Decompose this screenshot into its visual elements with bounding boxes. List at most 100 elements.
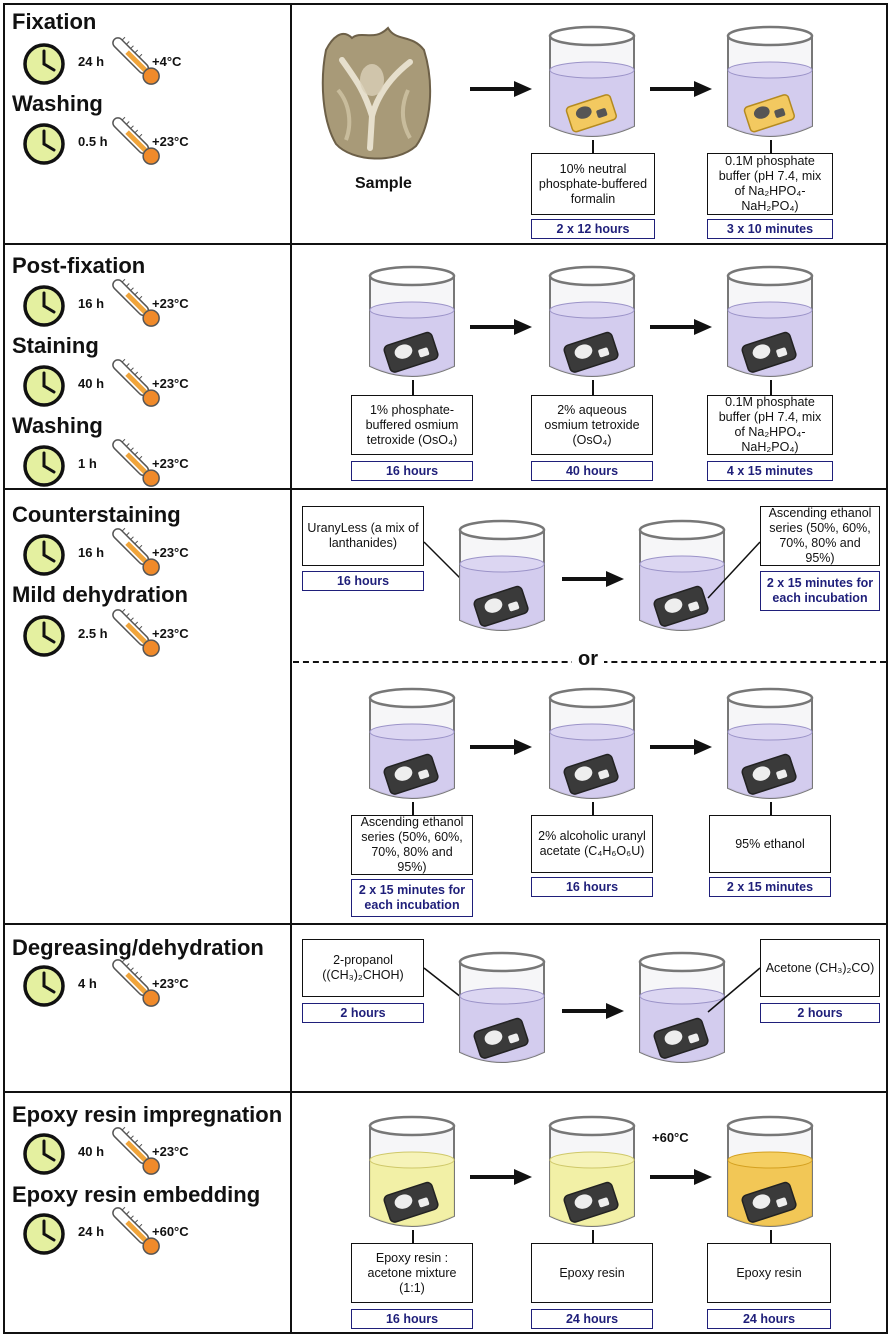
stage-title: Fixation — [12, 9, 97, 34]
arrow-icon — [562, 1002, 624, 1020]
reagent-label: 10% neutral phosphate-buffered formalin — [531, 153, 655, 215]
arrow-icon — [470, 1168, 532, 1186]
clock-icon — [22, 122, 66, 166]
reagent-label: UranyLess (a mix of lanthanides) — [302, 506, 424, 566]
stage-conditions: 4 h +23°C — [22, 960, 202, 1008]
temperature: +23°C — [152, 456, 189, 471]
stage-title: Washing — [12, 413, 103, 438]
reagent-label: Epoxy resin : acetone mixture (1:1) — [351, 1243, 473, 1303]
beaker-phosphate-buffer — [726, 25, 814, 137]
incubation-time: 2 x 12 hours — [531, 219, 655, 239]
reagent-label: Ascending ethanol series (50%, 60%, 70%,… — [351, 815, 473, 875]
beaker-uranyless — [458, 519, 546, 631]
beaker-epoxy-resin — [548, 1115, 636, 1227]
incubation-time: 24 hours — [707, 1309, 831, 1329]
incubation-time: 2 hours — [760, 1003, 880, 1023]
stage-conditions: 24 h +4°C — [22, 38, 202, 86]
incubation-time: 16 hours — [351, 461, 473, 481]
beaker-ethanol-series — [638, 519, 726, 631]
beaker-formalin — [548, 25, 636, 137]
beaker-ethanol-series — [368, 687, 456, 799]
reagent-label: Acetone (CH₃)₂CO) — [760, 939, 880, 997]
pointer-line — [707, 967, 761, 1013]
stage-title: Post-fixation — [12, 253, 146, 278]
duration: 24 h — [78, 54, 105, 69]
sample-label: Sample — [355, 175, 412, 192]
clock-icon — [22, 284, 66, 328]
stage-title: Epoxy resin embedding — [12, 1182, 261, 1207]
stage-conditions: 40 h +23°C — [22, 1128, 202, 1176]
stage-title: Degreasing/dehydration — [12, 935, 264, 960]
stage-conditions: 40 h +23°C — [22, 360, 202, 408]
clock-icon — [22, 1132, 66, 1176]
reagent-label: 2-propanol ((CH₃)₂CHOH) — [302, 939, 424, 997]
arrow-icon — [650, 1168, 712, 1186]
incubation-time: 3 x 10 minutes — [707, 219, 833, 239]
reagent-label: 2% alcoholic uranyl acetate (C₄H₆O₆U) — [531, 815, 653, 873]
reagent-label: 0.1M phosphate buffer (pH 7.4, mix of Na… — [707, 395, 833, 455]
incubation-time: 2 hours — [302, 1003, 424, 1023]
column-divider — [290, 3, 292, 1334]
reagent-label: Epoxy resin — [707, 1243, 831, 1303]
duration: 40 h — [78, 1144, 105, 1159]
reagent-label: 95% ethanol — [709, 815, 831, 873]
temperature: +60°C — [152, 1224, 189, 1239]
incubation-time: 40 hours — [531, 461, 653, 481]
duration: 2.5 h — [78, 626, 108, 641]
beaker-phosphate-buffer — [726, 265, 814, 377]
incubation-time: 2 x 15 minutes for each incubation — [351, 879, 473, 917]
temperature: +23°C — [152, 545, 189, 560]
reagent-label: Ascending ethanol series (50%, 60%, 70%,… — [760, 506, 880, 566]
clock-icon — [22, 614, 66, 658]
stage-title: Staining — [12, 333, 99, 358]
reagent-label: 2% aqueous osmium tetroxide (OsO₄) — [531, 395, 653, 455]
beaker-2-propanol — [458, 951, 546, 1063]
incubation-time: 2 x 15 minutes for each incubation — [760, 571, 880, 611]
beaker-uranyl-acetate — [548, 687, 636, 799]
temperature: +4°C — [152, 54, 182, 69]
arrow-icon — [470, 738, 532, 756]
duration: 24 h — [78, 1224, 105, 1239]
incubation-time: 16 hours — [351, 1309, 473, 1329]
duration: 40 h — [78, 376, 105, 391]
incubation-time: 16 hours — [531, 877, 653, 897]
beaker-ethanol-95 — [726, 687, 814, 799]
clock-icon — [22, 42, 66, 86]
beaker-acetone — [638, 951, 726, 1063]
duration: 16 h — [78, 545, 105, 560]
incubation-time: 2 x 15 minutes — [709, 877, 831, 897]
duration: 0.5 h — [78, 134, 108, 149]
beaker-osmium-2 — [548, 265, 636, 377]
stage-conditions: 16 h +23°C — [22, 529, 202, 577]
row-divider — [3, 243, 888, 245]
reagent-label: Epoxy resin — [531, 1243, 653, 1303]
stage-title: Epoxy resin impregnation — [12, 1102, 283, 1127]
arrow-icon — [470, 80, 532, 98]
stage-conditions: 16 h +23°C — [22, 280, 202, 328]
stage-conditions: 24 h +60°C — [22, 1208, 202, 1256]
pointer-line — [707, 541, 761, 599]
clock-icon — [22, 444, 66, 488]
reagent-label: 1% phosphate-buffered osmium tetroxide (… — [351, 395, 473, 455]
temperature: +23°C — [152, 626, 189, 641]
stage-conditions: 2.5 h +23°C — [22, 610, 202, 658]
arrow-icon — [650, 80, 712, 98]
duration: 16 h — [78, 296, 105, 311]
clock-icon — [22, 964, 66, 1008]
stage-title: Counterstaining — [12, 502, 181, 527]
temperature: +23°C — [152, 134, 189, 149]
clock-icon — [22, 1212, 66, 1256]
incubation-time: 16 hours — [302, 571, 424, 591]
row-divider — [3, 488, 888, 490]
beaker-resin-acetone — [368, 1115, 456, 1227]
row-divider — [3, 1091, 888, 1093]
stage-title: Mild dehydration — [12, 582, 188, 607]
temperature: +23°C — [152, 976, 189, 991]
incubation-time: 24 hours — [531, 1309, 653, 1329]
arrow-icon — [650, 318, 712, 336]
reagent-label: 0.1M phosphate buffer (pH 7.4, mix of Na… — [707, 153, 833, 215]
clock-icon — [22, 533, 66, 577]
duration: 1 h — [78, 456, 97, 471]
arrow-icon — [470, 318, 532, 336]
incubation-time: 4 x 15 minutes — [707, 461, 833, 481]
